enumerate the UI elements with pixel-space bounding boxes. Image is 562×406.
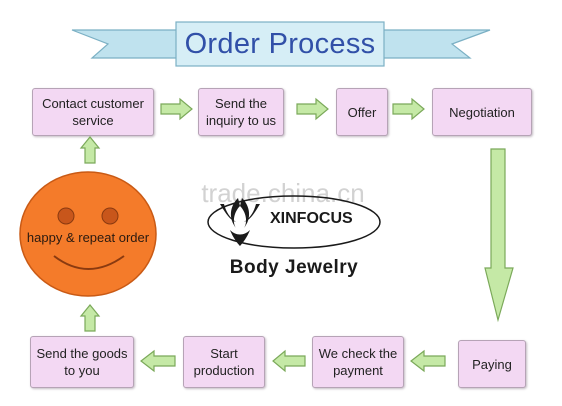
step-label: Paying — [472, 356, 512, 372]
step-label: Negotiation — [449, 104, 515, 120]
xinfocus-logo-icon — [207, 195, 381, 249]
title-ribbon — [71, 21, 491, 67]
step-send-inquiry: Send the inquiry to us — [198, 88, 284, 136]
arrow-down-icon — [484, 148, 514, 323]
step-label: Contact customer service — [42, 96, 144, 128]
step-start-production: Start production — [183, 336, 265, 388]
arrow-right-icon — [392, 97, 425, 121]
smiley-label: happy & repeat order — [26, 229, 150, 245]
step-check-payment: We check the payment — [312, 336, 404, 388]
step-negotiation: Negotiation — [432, 88, 532, 136]
step-label: Start production — [193, 346, 255, 378]
step-contact-customer-service: Contact customer service — [32, 88, 154, 136]
step-label: We check the payment — [318, 346, 398, 378]
step-paying: Paying — [458, 340, 526, 388]
page-title: Order Process — [184, 27, 376, 60]
step-label: Offer — [347, 104, 377, 120]
step-label: Send the goods to you — [36, 346, 128, 378]
arrow-right-icon — [296, 97, 329, 121]
watermark-text: trade.china.cn — [201, 177, 365, 208]
step-send-goods: Send the goods to you — [30, 336, 134, 388]
arrow-left-icon — [272, 349, 306, 373]
step-offer: Offer — [336, 88, 388, 136]
brand-name: XINFOCUS — [270, 210, 353, 227]
arrow-left-icon — [140, 349, 176, 373]
arrow-up-icon — [79, 304, 101, 332]
arrow-right-icon — [160, 97, 193, 121]
smiley-face-icon — [19, 171, 157, 297]
brand-subtitle: Body Jewelry — [229, 257, 359, 278]
arrow-up-icon — [79, 136, 101, 164]
step-label: Send the inquiry to us — [205, 96, 277, 128]
arrow-left-icon — [410, 349, 446, 373]
